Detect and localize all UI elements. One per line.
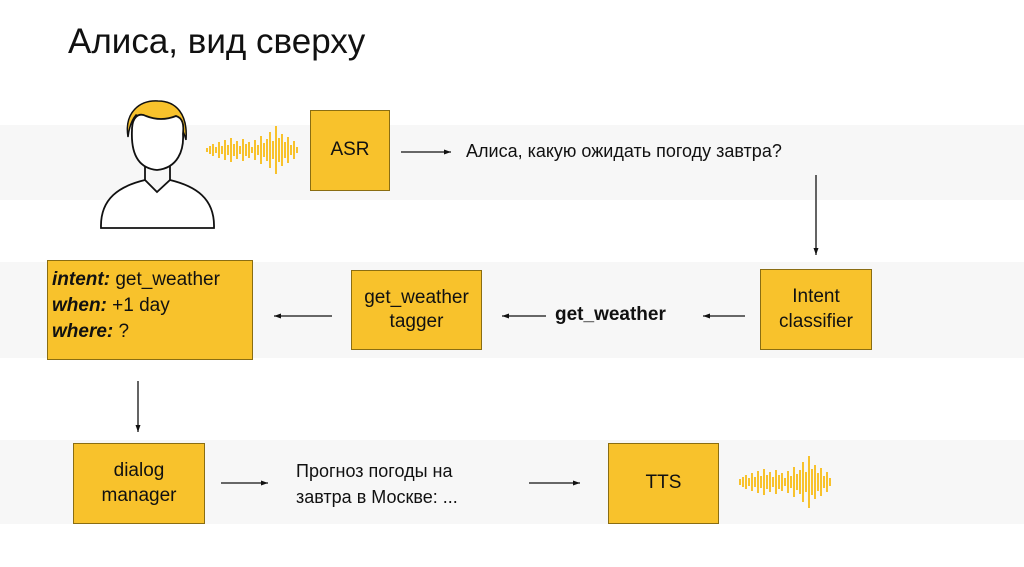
- slot-row-when: when: +1 day: [52, 294, 170, 316]
- user-avatar-icon: [100, 100, 215, 229]
- slot-frame: intent: get_weather when: +1 day where: …: [47, 260, 253, 360]
- tagger-label: get_weather tagger: [364, 286, 469, 332]
- dialog-manager-block: dialog manager: [73, 443, 205, 524]
- output-waveform-icon: [739, 456, 831, 508]
- asr-block: ASR: [310, 110, 390, 191]
- slot-row-intent: intent: get_weather: [52, 269, 220, 290]
- tagger-block: get_weather tagger: [351, 270, 482, 350]
- dialog-manager-label: dialog manager: [101, 460, 177, 506]
- slot-row-where: where: ?: [52, 320, 130, 342]
- intent-classifier-block: Intent classifier: [760, 269, 872, 350]
- intent-classifier-label: Intent classifier: [779, 286, 853, 332]
- intent-name-label: get_weather: [555, 304, 666, 325]
- slide-title: Алиса, вид сверху: [68, 22, 366, 61]
- response-text-label: Прогноз погоды на завтра в Москве: ...: [296, 461, 458, 508]
- user-query-label: Алиса, какую ожидать погоду завтра?: [466, 141, 782, 161]
- tts-block: TTS: [608, 443, 719, 524]
- input-waveform-icon: [206, 126, 298, 174]
